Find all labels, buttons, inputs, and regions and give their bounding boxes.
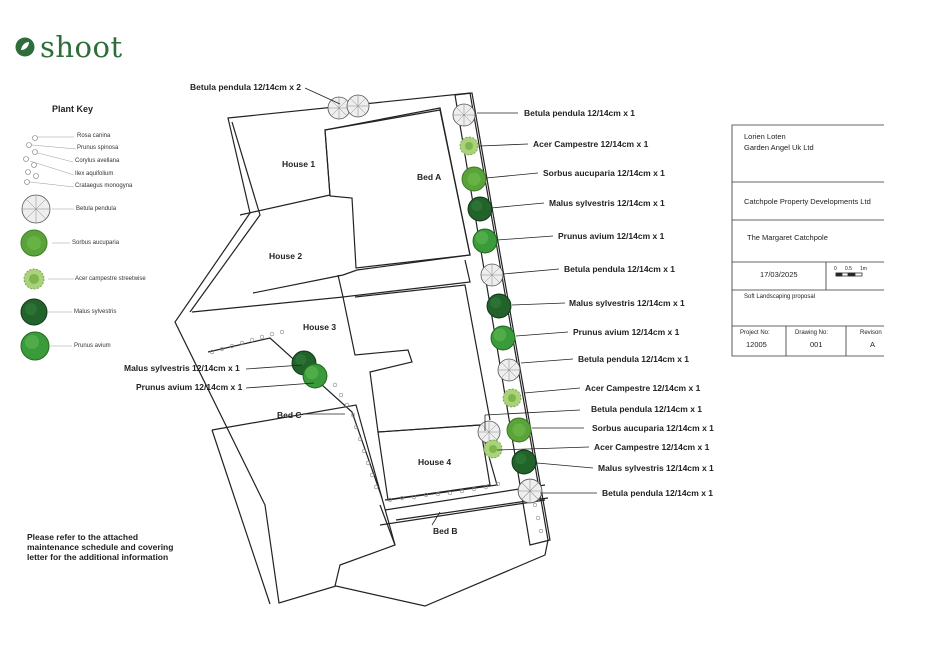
- key-label-sorbus: Sorbus aucuparia: [72, 240, 120, 246]
- drawing-date: 17/03/2025: [760, 270, 798, 279]
- room-label-bed-b: Bed B: [433, 526, 458, 536]
- bed-b: [395, 497, 549, 521]
- title-block: [731, 124, 884, 357]
- malus-icon: [20, 298, 48, 326]
- betula-icon: [21, 194, 51, 224]
- hedge-symbols: [23, 135, 39, 185]
- leaf-icon: [15, 37, 35, 57]
- leader-lines: [245, 87, 597, 526]
- callout-3: Sorbus aucuparia 12/14cm x 1: [543, 168, 665, 178]
- logo-text: shoot: [40, 30, 123, 64]
- drawing-no: 001: [810, 340, 823, 349]
- trees: [291, 94, 543, 504]
- project-no-label: Project No:: [740, 330, 770, 336]
- logo: shoot: [14, 30, 123, 64]
- key-label-malus: Malus sylvestris: [74, 309, 117, 315]
- scale-end: 1m: [860, 266, 867, 272]
- scale-mid: 0.5: [845, 266, 852, 272]
- callout-1: Betula pendula 12/14cm x 1: [524, 108, 636, 118]
- callout-7: Malus sylvestris 12/14cm x 1: [569, 298, 685, 308]
- acer-icon: [23, 268, 45, 290]
- maintenance-note: Please refer to the attached maintenance…: [27, 532, 174, 562]
- key-label-corylus: Corylus avellana: [75, 158, 120, 164]
- room-label-bed-a: Bed A: [417, 172, 442, 182]
- callout-6: Betula pendula 12/14cm x 1: [564, 264, 676, 274]
- sorbus-icon: [20, 229, 48, 257]
- plant-key-title: Plant Key: [52, 104, 94, 114]
- designer-name: Lorien Loten: [744, 132, 786, 141]
- site-boundaries: [174, 92, 551, 607]
- pavement-strip: [454, 92, 551, 546]
- key-label-betula: Betula pendula: [76, 206, 117, 212]
- callout-14: Malus sylvestris 12/14cm x 1: [598, 463, 714, 473]
- room-label-house-2: House 2: [269, 251, 303, 261]
- client-name: Catchpole Property Developments Ltd: [744, 197, 871, 206]
- callout-8: Prunus avium 12/14cm x 1: [573, 327, 680, 337]
- callout-15: Betula pendula 12/14cm x 1: [602, 488, 714, 498]
- callout-4: Malus sylvestris 12/14cm x 1: [549, 198, 665, 208]
- key-label-acer: Acer campestre streetwise: [75, 276, 146, 282]
- room-label-house-1: House 1: [282, 159, 316, 169]
- house-4-outline: [377, 424, 498, 501]
- bed-a: [324, 107, 471, 269]
- site-boundary: [174, 92, 549, 607]
- callout-5: Prunus avium 12/14cm x 1: [558, 231, 665, 241]
- project-name: The Margaret Catchpole: [747, 233, 828, 242]
- room-label-house-4: House 4: [418, 457, 452, 467]
- callout-12: Sorbus aucuparia 12/14cm x 1: [592, 423, 714, 433]
- callout-betula-pair: Betula pendula 12/14cm x 2: [190, 82, 302, 92]
- callout-11: Betula pendula 12/14cm x 1: [591, 404, 703, 414]
- callout-17: Prunus avium 12/14cm x 1: [136, 382, 243, 392]
- scale-start: 0: [834, 266, 837, 272]
- revision: A: [870, 340, 876, 349]
- plant-key-legend: [20, 135, 77, 361]
- callout-16: Malus sylvestris 12/14cm x 1: [124, 363, 240, 373]
- project-no: 12005: [746, 340, 767, 349]
- key-label-rosa: Rosa canina: [77, 133, 111, 139]
- revision-label: Revison: [860, 330, 882, 336]
- callout-13: Acer Campestre 12/14cm x 1: [594, 442, 710, 452]
- room-label-bed-c: Bed C: [277, 410, 302, 420]
- room-label-house-3: House 3: [303, 322, 337, 332]
- prunus-icon: [20, 331, 50, 361]
- key-label-prunus-avium: Prunus avium: [74, 343, 111, 349]
- house-1-outline: [239, 109, 471, 294]
- designer-company: Garden Angel Uk Ltd: [744, 143, 814, 152]
- callout-2: Acer Campestre 12/14cm x 1: [533, 139, 649, 149]
- drawing-no-label: Drawing No:: [795, 330, 829, 336]
- key-label-prunus-spinosa: Prunus spinosa: [77, 145, 119, 151]
- callout-9: Betula pendula 12/14cm x 1: [578, 354, 690, 364]
- drawing-title: Soft Landscaping proposal: [744, 294, 816, 300]
- key-label-crataegus: Crataegus monogyna: [75, 183, 133, 189]
- key-label-ilex: Ilex aquifolium: [75, 171, 114, 177]
- callout-10: Acer Campestre 12/14cm x 1: [585, 383, 701, 393]
- hedge-planting: [209, 329, 544, 534]
- house-3-outline: [191, 296, 491, 501]
